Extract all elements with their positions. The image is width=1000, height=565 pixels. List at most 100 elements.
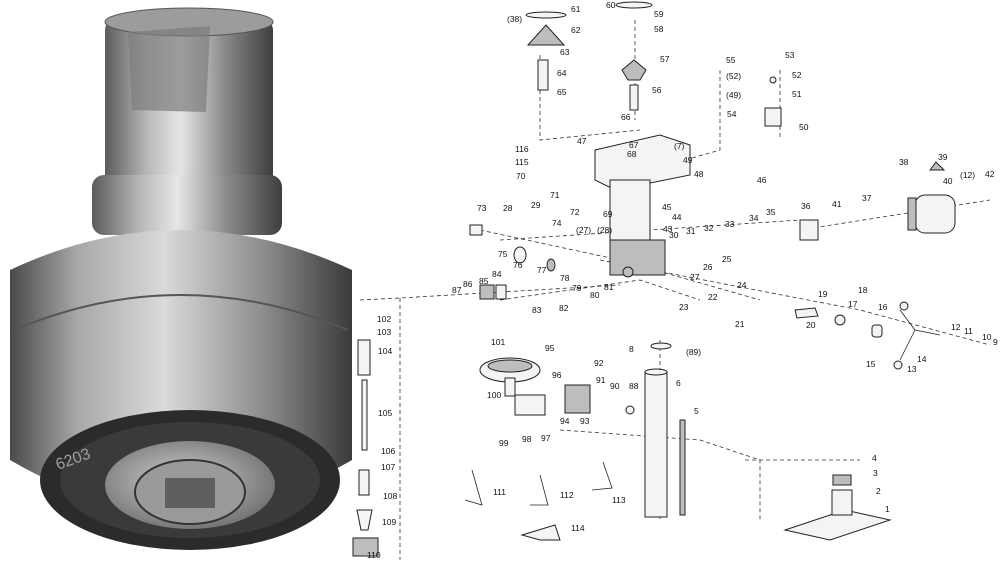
- part-label: 18: [858, 285, 868, 295]
- part-label: 24: [737, 280, 747, 290]
- part-label: 71: [550, 190, 560, 200]
- part-label: 65: [557, 87, 567, 97]
- part-label: 68: [627, 149, 637, 159]
- part-label: 84: [492, 269, 502, 279]
- part-label: 15: [866, 359, 876, 369]
- part-label: 95: [545, 343, 555, 353]
- square-bore: [165, 478, 215, 508]
- part-label: 29: [531, 200, 541, 210]
- motor: [799, 161, 956, 241]
- part-label: 48: [694, 169, 704, 179]
- hex-keys: [464, 461, 613, 541]
- part-label: 79: [572, 283, 582, 293]
- part-label: 75: [498, 249, 508, 259]
- part-label: 72: [570, 207, 580, 217]
- part-label: 77: [537, 265, 547, 275]
- part-label: 111: [493, 487, 506, 497]
- part-label: 23: [679, 302, 689, 312]
- part-label: 22: [708, 292, 718, 302]
- bearing-photo: 6203: [10, 7, 352, 550]
- part-label: 12: [951, 322, 961, 332]
- column: [644, 342, 686, 518]
- part-label: 25: [722, 254, 732, 264]
- part-label: 37: [862, 193, 872, 203]
- part-label: 113: [612, 495, 626, 505]
- work-table: [479, 357, 635, 416]
- part-label: 73: [477, 203, 487, 213]
- part-label: 62: [571, 25, 581, 35]
- part-label: 90: [610, 381, 620, 391]
- part-label: 52: [792, 70, 802, 80]
- part-label: 3: [873, 468, 878, 478]
- part-label: 102: [377, 314, 391, 324]
- part-label: 19: [818, 289, 828, 299]
- part-label: 98: [522, 434, 532, 444]
- part-label: 47: [577, 136, 587, 146]
- part-label: 97: [541, 433, 551, 443]
- part-label: 26: [703, 262, 713, 272]
- part-label: 108: [383, 491, 397, 501]
- part-label: 82: [559, 303, 569, 313]
- part-label: 80: [590, 290, 600, 300]
- part-label: 10: [982, 332, 992, 342]
- part-label: 88: [629, 381, 639, 391]
- part-label: 94: [560, 416, 570, 426]
- part-label: (28): [597, 225, 612, 235]
- part-label: 55: [726, 55, 736, 65]
- part-label: 8: [629, 344, 634, 354]
- part-label: (12): [960, 170, 975, 180]
- part-label: 32: [704, 223, 714, 233]
- part-label: 92: [594, 358, 604, 368]
- part-label: 53: [785, 50, 795, 60]
- part-label: 44: [672, 212, 682, 222]
- part-label: (52): [726, 71, 741, 81]
- part-label: 110: [367, 550, 381, 560]
- part-label: (49): [726, 90, 741, 100]
- part-label: 99: [499, 438, 509, 448]
- part-label: 40: [943, 176, 953, 186]
- part-label: 50: [799, 122, 809, 132]
- part-label: 96: [552, 370, 562, 380]
- part-label: 70: [516, 171, 526, 181]
- part-label: 43: [663, 224, 673, 234]
- part-label: 14: [917, 354, 927, 364]
- part-label: 16: [878, 302, 888, 312]
- part-label: 76: [513, 260, 523, 270]
- part-label: 28: [503, 203, 513, 213]
- part-label: (7): [674, 141, 685, 151]
- part-label: 114: [571, 523, 585, 533]
- part-label: 105: [378, 408, 392, 418]
- part-label: 63: [560, 47, 570, 57]
- shaft-flat: [128, 26, 210, 112]
- part-label: 46: [757, 175, 767, 185]
- part-label: 9: [993, 337, 998, 347]
- part-label: 33: [725, 219, 735, 229]
- part-label: 49: [683, 155, 693, 165]
- head-casting: [609, 239, 666, 276]
- part-label: 74: [552, 218, 562, 228]
- part-label: 59: [654, 9, 664, 19]
- part-label: 21: [735, 319, 745, 329]
- part-label: 57: [660, 54, 670, 64]
- part-label: 51: [792, 89, 802, 99]
- part-label: 34: [749, 213, 759, 223]
- part-label: 35: [766, 207, 776, 217]
- part-label: 91: [596, 375, 606, 385]
- part-label: 1: [885, 504, 890, 514]
- part-label: 103: [377, 327, 391, 337]
- part-label: 85: [479, 276, 489, 286]
- part-label: (38): [507, 14, 522, 24]
- part-label: 60: [606, 0, 616, 10]
- part-label: 101: [491, 337, 505, 347]
- part-label: 83: [532, 305, 542, 315]
- part-label: 116: [515, 144, 529, 154]
- part-label: 17: [848, 299, 858, 309]
- part-label: 107: [381, 462, 395, 472]
- part-label: 31: [686, 226, 696, 236]
- part-label: 109: [382, 517, 396, 527]
- part-label: 81: [604, 282, 614, 292]
- part-label: 36: [801, 201, 811, 211]
- part-label: 104: [378, 346, 392, 356]
- part-label: 100: [487, 390, 501, 400]
- part-label: 6: [676, 378, 681, 388]
